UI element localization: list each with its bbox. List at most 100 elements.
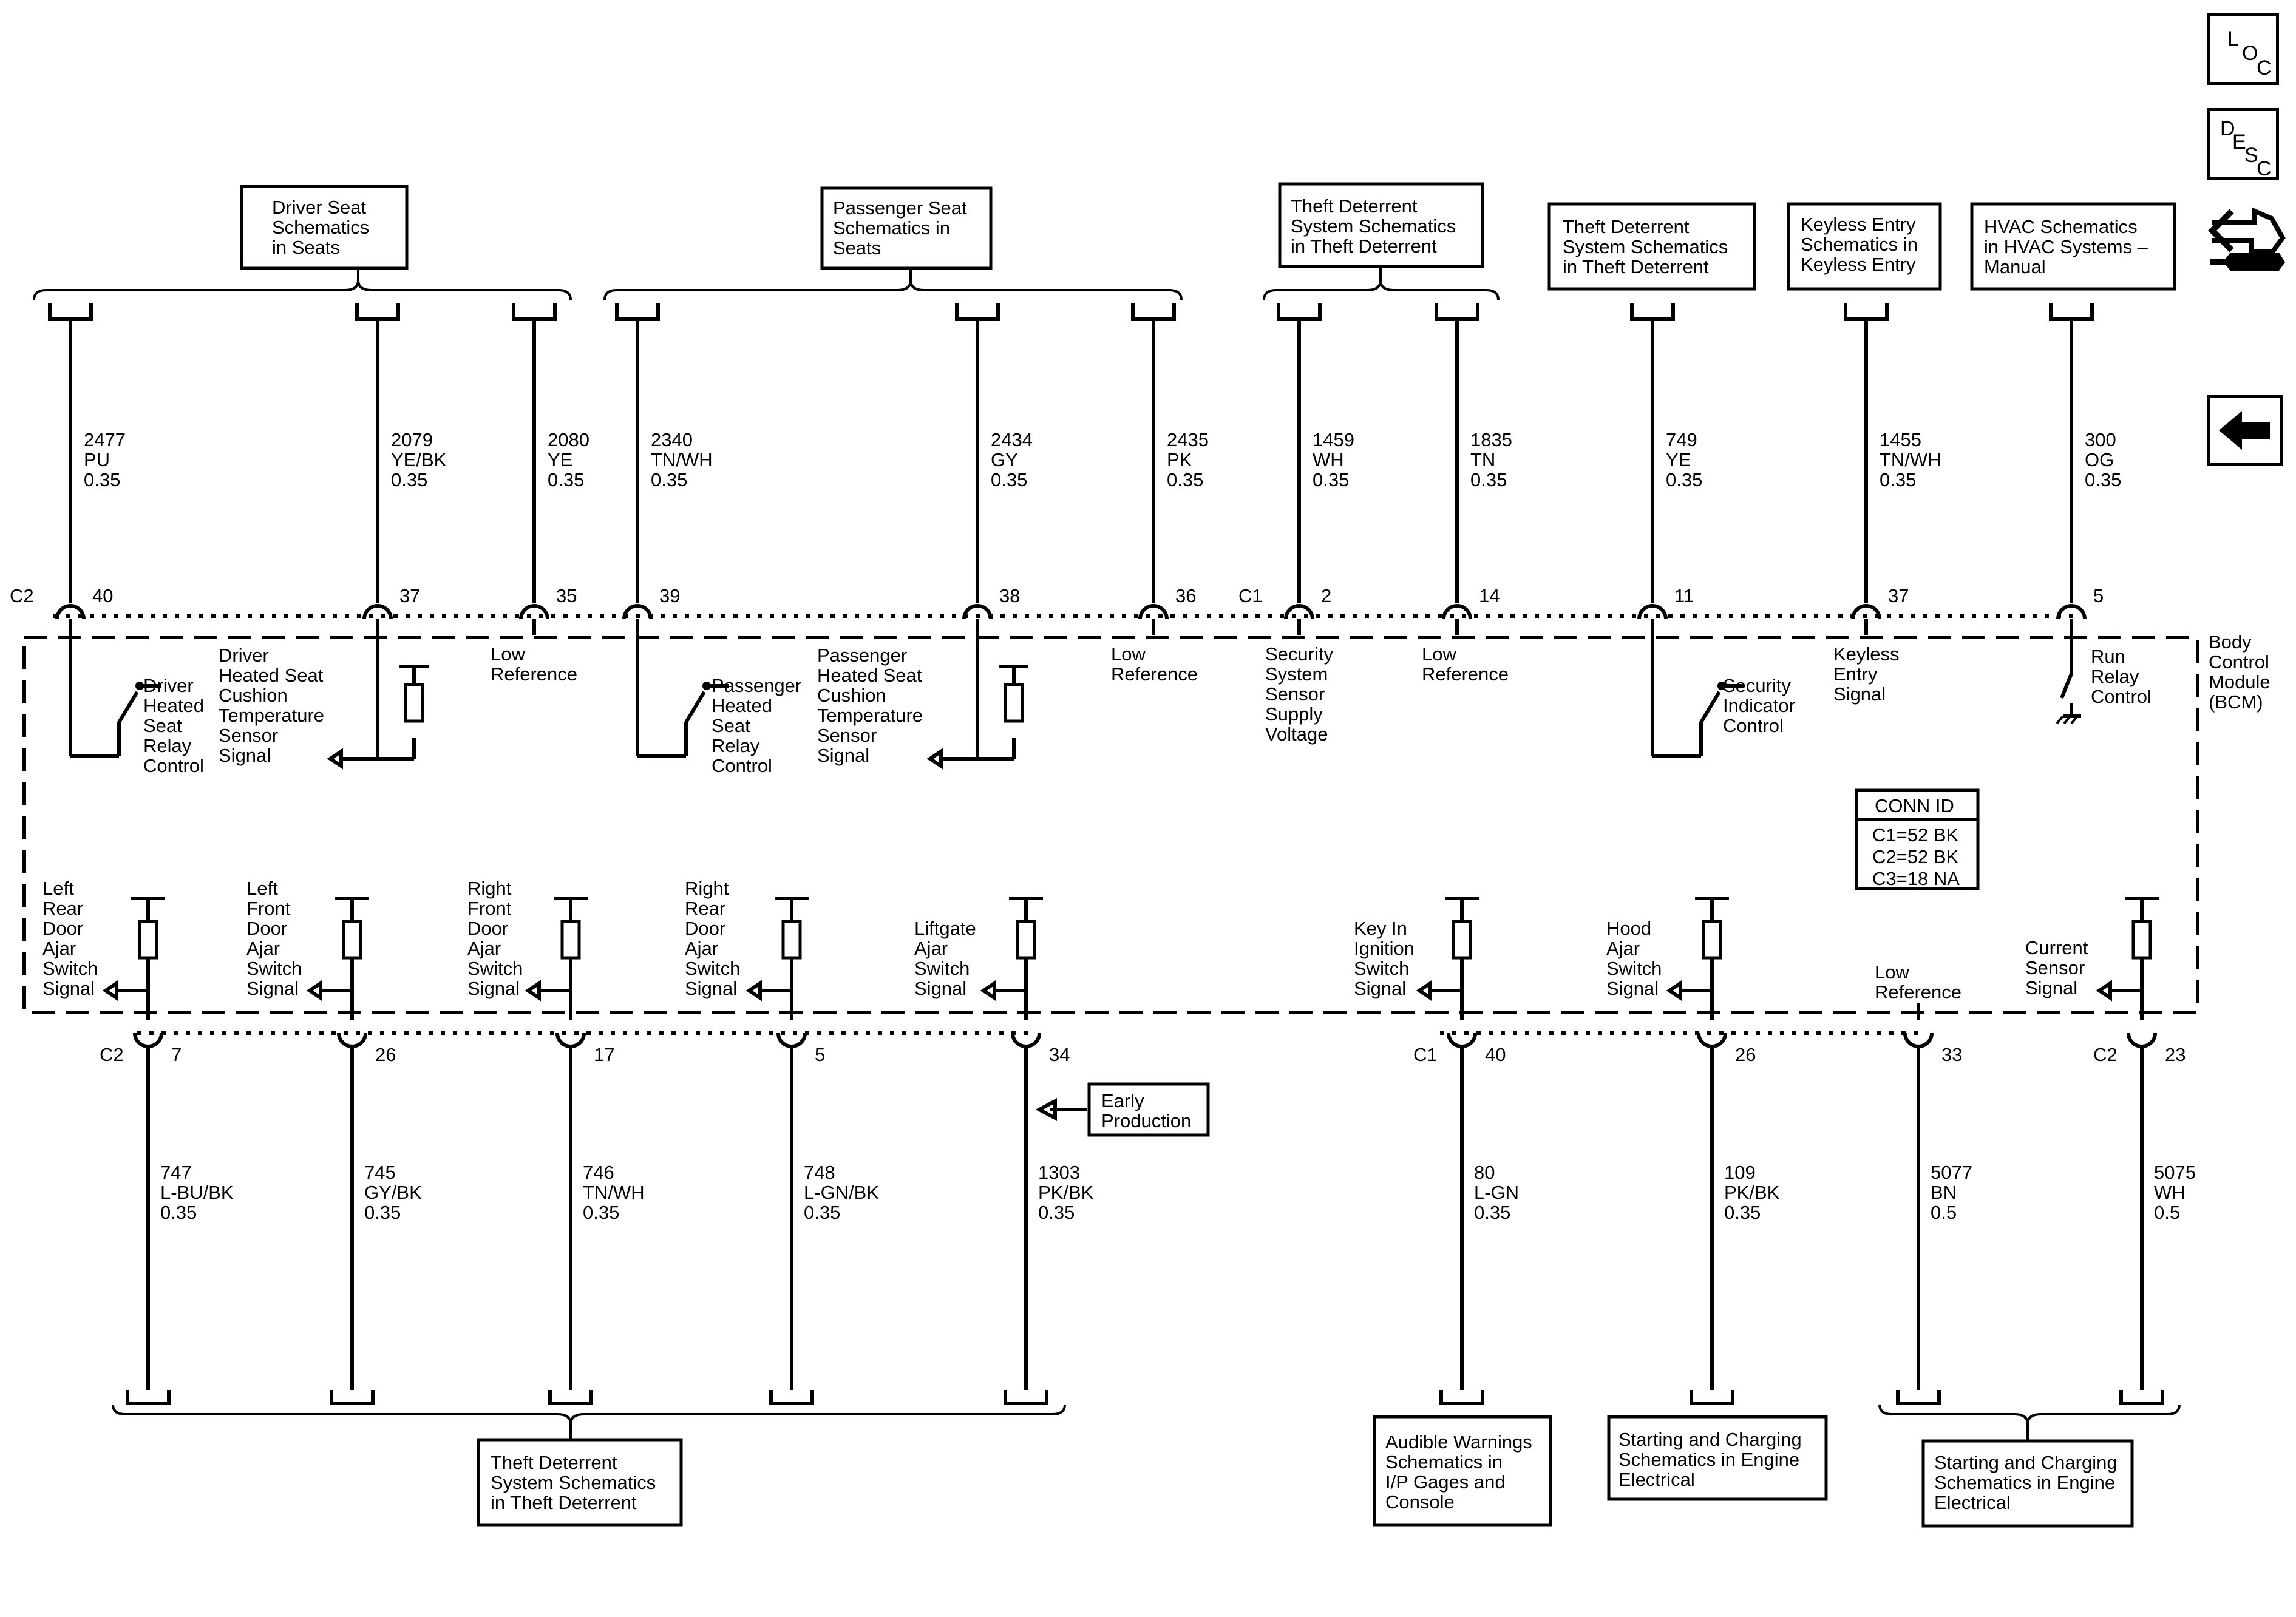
relay-switch xyxy=(684,691,706,724)
bottom-wire-gauge: 0.5 xyxy=(1931,1202,1957,1223)
bottom-wire-gauge: 0.35 xyxy=(1474,1202,1510,1223)
top-terminal xyxy=(955,303,1000,321)
top-reference-text: in Theft Deterrent xyxy=(1291,236,1437,257)
top-wire-circuit: 2434 xyxy=(991,429,1033,450)
top-function-label: Heated Seat xyxy=(219,665,324,686)
bottom-wire-circuit: 747 xyxy=(160,1162,192,1183)
top-wire-circuit: 2079 xyxy=(391,429,433,450)
bottom-pin-cavity xyxy=(776,1032,807,1048)
bottom-function-label: Signal xyxy=(42,978,95,999)
top-wire-color: TN/WH xyxy=(651,449,713,470)
top-wire-color: OG xyxy=(2085,449,2114,470)
bcm-module-name: Control xyxy=(2209,651,2269,673)
top-reference-text: HVAC Schematics xyxy=(1984,216,2138,237)
top-function-label: Seat xyxy=(712,715,750,736)
bottom-pin-number: 5 xyxy=(815,1044,825,1065)
top-function-label: Control xyxy=(712,755,772,776)
bottom-pin-cavity xyxy=(1903,1032,1934,1048)
bottom-reference-text: in Theft Deterrent xyxy=(491,1492,637,1513)
top-reference-text: Schematics xyxy=(272,217,369,238)
bottom-function-label: Left xyxy=(42,878,74,899)
bottom-pin-cavity xyxy=(1697,1032,1727,1048)
conn-id-box xyxy=(1855,788,1980,890)
pullup-resistor xyxy=(560,920,581,960)
bottom-function-label: Ajar xyxy=(1606,938,1640,959)
bottom-reference-text: System Schematics xyxy=(491,1472,656,1493)
top-function-label: Sensor xyxy=(219,725,278,746)
top-function-label: Relay xyxy=(712,735,760,756)
top-reference-text: System Schematics xyxy=(1291,215,1456,237)
top-reference-text: Theft Deterrent xyxy=(1563,216,1690,237)
bottom-wire-gauge: 0.35 xyxy=(1038,1202,1075,1223)
bottom-function-label: Signal xyxy=(246,978,299,999)
early-production-label: Production xyxy=(1101,1110,1191,1131)
early-production-arrow xyxy=(1035,1097,1057,1122)
pullup-resistor xyxy=(1452,920,1472,960)
bottom-wire-gauge: 0.35 xyxy=(1724,1202,1761,1223)
bottom-wire-circuit: 109 xyxy=(1724,1162,1756,1183)
bottom-function-label: Sensor xyxy=(2025,957,2085,978)
top-reference-text: Keyless Entry xyxy=(1801,214,1916,235)
bottom-wire-color: PK/BK xyxy=(1724,1182,1780,1203)
bottom-reference-box xyxy=(477,1438,683,1527)
desc-button[interactable]: D E S C xyxy=(2207,108,2279,180)
top-pin-cavity xyxy=(1284,604,1314,620)
top-pin-cavity xyxy=(362,604,393,620)
top-terminal xyxy=(615,303,660,321)
top-function-label: Signal xyxy=(1833,683,1886,705)
bcm-module-boundary xyxy=(22,636,2199,1014)
bottom-starting-brace xyxy=(1878,1404,2181,1425)
top-wire-circuit: 1835 xyxy=(1470,429,1512,450)
bottom-terminal xyxy=(330,1390,375,1405)
bottom-wire-gauge: 0.35 xyxy=(160,1202,197,1223)
top-reference-text: in Theft Deterrent xyxy=(1563,256,1709,277)
top-function-label: System xyxy=(1265,663,1328,685)
bottom-terminal xyxy=(769,1390,814,1405)
bottom-function-label: Switch xyxy=(1606,958,1662,979)
pullup-resistor xyxy=(1702,920,1722,960)
bottom-connector-id: C2 xyxy=(100,1044,124,1065)
top-terminal xyxy=(355,303,400,321)
top-wire-gauge: 0.35 xyxy=(391,469,427,490)
top-pin-number: 37 xyxy=(399,585,420,606)
top-wire-color: PK xyxy=(1167,449,1192,470)
back-button[interactable] xyxy=(2207,395,2283,466)
bottom-function-label: Switch xyxy=(685,958,740,979)
bottom-terminal xyxy=(126,1390,171,1405)
top-reference-text: Schematics in xyxy=(1801,234,1918,255)
top-wire-circuit: 2435 xyxy=(1167,429,1209,450)
top-terminal xyxy=(48,303,93,321)
bottom-function-label: Switch xyxy=(914,958,970,979)
bcm-module-name: (BCM) xyxy=(2209,691,2263,713)
top-wire-circuit: 1459 xyxy=(1313,429,1354,450)
top-pin-cavity xyxy=(1138,604,1169,620)
bottom-pin-number: 33 xyxy=(1941,1044,1962,1065)
top-pin-number: 2 xyxy=(1321,585,1331,606)
bottom-function-label: Signal xyxy=(685,978,737,999)
bottom-reference-text: Schematics in Engine xyxy=(1934,1472,2115,1493)
top-pin-number: 37 xyxy=(1888,585,1909,606)
bottom-reference-box xyxy=(1373,1415,1552,1527)
top-wire-gauge: 0.35 xyxy=(1470,469,1507,490)
conn-id-row: C3=18 NA xyxy=(1872,868,1960,889)
top-terminal xyxy=(1131,303,1176,321)
bottom-function-label: Ajar xyxy=(914,938,948,959)
bcm-module-name: Body xyxy=(2209,631,2252,653)
top-wire-gauge: 0.35 xyxy=(1880,469,1916,490)
loc-button[interactable]: L O C xyxy=(2207,13,2279,85)
top-function-label: Low xyxy=(1422,643,1456,665)
signal-arrow xyxy=(2096,980,2112,1002)
connector-wrench-icon[interactable] xyxy=(2207,193,2292,284)
top-pin-number: 40 xyxy=(92,585,113,606)
top-function-label: Driver xyxy=(143,675,194,696)
top-wire-color: WH xyxy=(1313,449,1344,470)
bottom-function-label: Door xyxy=(246,918,287,939)
bottom-terminal xyxy=(1439,1390,1484,1405)
top-pin-cavity xyxy=(622,604,653,620)
top-wire-color: YE xyxy=(548,449,572,470)
bottom-reference-text: Console xyxy=(1385,1491,1455,1513)
top-wire-gauge: 0.35 xyxy=(84,469,120,490)
conn-id-title: CONN ID xyxy=(1875,795,1954,816)
bottom-pin-number: 34 xyxy=(1049,1044,1070,1065)
bottom-function-label: Ajar xyxy=(246,938,280,959)
